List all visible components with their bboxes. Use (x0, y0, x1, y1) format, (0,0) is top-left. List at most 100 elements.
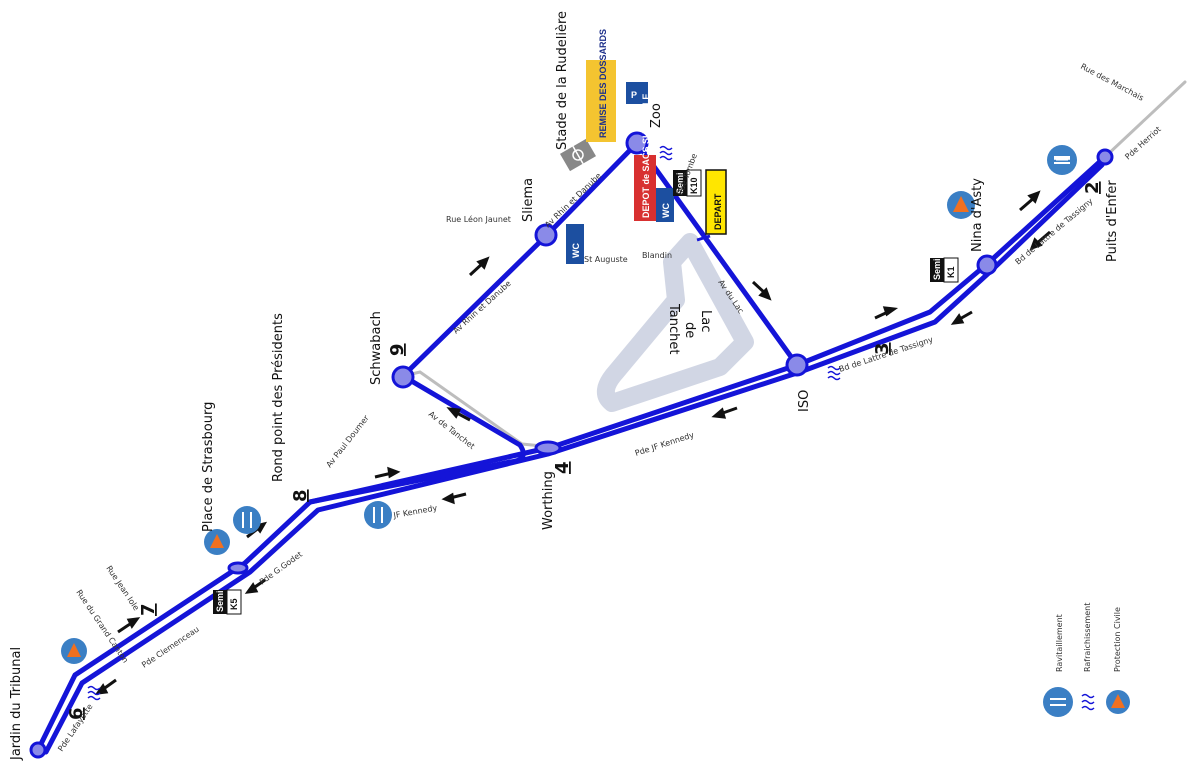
wc-badge-zoo: WC (656, 188, 674, 222)
station-puits-enfer (1096, 148, 1114, 166)
section-number-7: 7 (138, 603, 159, 616)
parking-letter: P (631, 90, 637, 100)
station-iso (785, 353, 809, 377)
arrow-icon (950, 310, 973, 325)
protection-civile-icon (61, 638, 87, 664)
street-blandin: Blandin (642, 251, 672, 260)
wc-label: WC (661, 203, 671, 218)
depart-label: DEPART (713, 193, 723, 230)
depart-badge: DEPART (705, 169, 727, 235)
street-av-paul-doumer: Av Paul Doumer (324, 413, 371, 469)
place-worthing: Worthing (541, 471, 556, 530)
station-nina (976, 254, 998, 276)
protection-markers (61, 191, 975, 664)
place-sliema: Sliema (521, 178, 536, 222)
km-marker-k10: Semi K10 (673, 169, 702, 197)
protection-civile-icon (947, 191, 975, 219)
arrow-icon (1019, 190, 1041, 212)
remise-label: REMISE DES DOSSARDS (598, 29, 608, 138)
place-zoo: Zoo (649, 103, 664, 128)
km-marker-top: Semi (932, 258, 942, 280)
street-rue-jean-iole: Rue Jean Iole (104, 564, 141, 612)
km-marker-bottom: K5 (229, 598, 239, 610)
place-rond-point: Rond point des Présidents (271, 313, 286, 482)
section-number-2: 2 (1082, 181, 1103, 194)
street-st-auguste: St Auguste (584, 255, 628, 264)
place-nina: Nina d'Asty (970, 178, 985, 252)
arrow-icon (711, 406, 738, 419)
fork-knife-icon (1047, 145, 1077, 175)
waves-icon (659, 145, 673, 161)
station-worthing (534, 440, 562, 456)
depot-label: DEPOT de SACS SURVEILLE (641, 94, 651, 218)
place-iso: ISO (797, 390, 812, 412)
street-av-rhin-danube-1: Av Rhin et Danube (451, 279, 512, 336)
section-number-9: 9 (387, 343, 408, 356)
street-rue-marchais: Rue des Marchais (1079, 62, 1145, 103)
place-labels: Stade de la Rudelière Zoo Sliema Schwaba… (9, 11, 1120, 761)
arrow-icon (468, 256, 490, 277)
km-marker-k1: Semi K1 (930, 257, 959, 283)
section-number-6: 6 (66, 707, 87, 720)
street-pde-jf-kennedy: Pde JF Kennedy (634, 430, 696, 458)
station-schwabach (391, 365, 415, 389)
arrow-icon (751, 280, 772, 301)
section-number-3: 3 (872, 342, 893, 355)
legend-rafraichissement: Rafraichissement (1083, 603, 1092, 672)
remise-dossards-badge: REMISE DES DOSSARDS (586, 29, 616, 142)
depot-sacs-badge: DEPOT de SACS SURVEILLE (634, 94, 656, 221)
rafraichissement-markers (87, 145, 841, 701)
section-number-4: 4 (552, 461, 573, 474)
station-jardin (29, 741, 47, 759)
station-sliema (534, 223, 558, 247)
arrow-icon (874, 306, 899, 320)
wc-label: WC (571, 243, 581, 258)
arrow-icon (94, 678, 117, 695)
parking-badge: P (626, 82, 648, 104)
start-line (696, 234, 711, 242)
lake-label: Lac de Tanchet (666, 303, 713, 354)
legend-protection-icon (1106, 690, 1130, 714)
place-jardin: Jardin du Tribunal (9, 647, 24, 761)
arrow-icon (1029, 230, 1051, 251)
fork-knife-icon (364, 501, 392, 529)
arrow-icon (244, 578, 266, 594)
lake-label-line-1: Lac (698, 310, 713, 332)
arrow-icon (446, 407, 471, 422)
street-rue-leon-jaunet: Rue Léon Jaunet (446, 214, 511, 224)
arrow-icon (117, 617, 141, 634)
legend-waves-icon (1081, 693, 1095, 711)
legend-ravitaillement: Ravitaillement (1055, 614, 1064, 672)
section-numbers: 9 8 7 6 4 3 2 (66, 181, 1103, 720)
km-marker-top: Semi (675, 172, 685, 194)
lake-label-line-2: de (682, 322, 697, 338)
place-schwabach: Schwabach (369, 311, 384, 385)
station-markers (29, 131, 1114, 759)
fork-knife-icon (233, 506, 261, 534)
km-marker-top: Semi (215, 590, 225, 612)
legend-fork-knife-icon (1043, 687, 1073, 717)
km-marker-k5: Semi K5 (213, 589, 242, 615)
lake-tanchet (597, 233, 754, 412)
street-pde-clemenceau: Pde Clemenceau (140, 625, 201, 670)
street-jf-kennedy: JF Kennedy (392, 503, 438, 520)
legend-protection: Protection Civile (1113, 607, 1122, 672)
km-marker-bottom: K10 (689, 177, 699, 194)
waves-icon (87, 685, 101, 701)
place-strasbourg: Place de Strasbourg (201, 402, 216, 532)
station-strasbourg (227, 561, 249, 575)
lake-label-line-3: Tanchet (666, 303, 681, 354)
waves-icon (827, 365, 841, 381)
km-marker-bottom: K1 (946, 266, 956, 278)
stadium-icon (560, 138, 596, 172)
protection-civile-icon (204, 529, 230, 555)
direction-arrows (94, 190, 1051, 695)
wc-badge-sliema: WC (566, 224, 584, 264)
arrow-icon (441, 492, 467, 505)
street-pde-herriot: Pde Herriot (1123, 125, 1162, 162)
arrow-icon (374, 466, 401, 479)
place-stade: Stade de la Rudelière (555, 11, 570, 150)
street-av-rhin-danube-2: Av Rhin et Danube (543, 171, 603, 229)
station-zoo (625, 131, 649, 155)
